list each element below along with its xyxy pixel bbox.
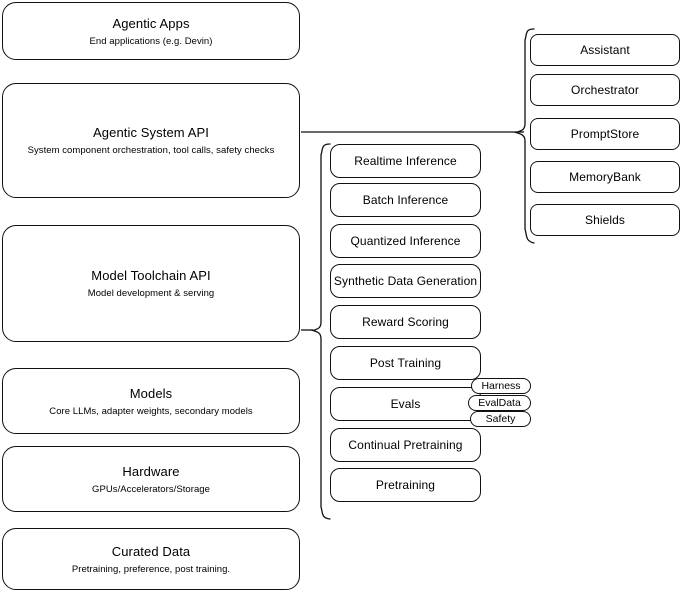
layer-subtitle: Model development & serving [87, 288, 215, 299]
layer-title: Models [129, 385, 173, 401]
component-label: Orchestrator [571, 82, 639, 97]
layer-box[interactable]: Model Toolchain API Model development & … [2, 225, 300, 342]
component-box-promptstore[interactable]: PromptStore [530, 118, 680, 150]
layer-box[interactable]: Curated Data Pretraining, preference, po… [2, 528, 300, 590]
eval-badge-safety[interactable]: Safety [470, 411, 531, 427]
capability-box-realtime-inference[interactable]: Realtime Inference [330, 144, 481, 178]
capability-box-pretraining[interactable]: Pretraining [330, 468, 481, 502]
capability-box-reward-scoring[interactable]: Reward Scoring [330, 305, 481, 339]
layer-title: Hardware [122, 463, 180, 479]
capability-box-evals[interactable]: Evals [330, 387, 481, 421]
component-label: Shields [584, 212, 626, 227]
component-box-orchestrator[interactable]: Orchestrator [530, 74, 680, 106]
component-label: PromptStore [570, 126, 640, 141]
capability-box-continual-pretraining[interactable]: Continual Pretraining [330, 428, 481, 462]
component-label: MemoryBank [569, 169, 641, 184]
component-box-assistant[interactable]: Assistant [530, 34, 680, 66]
capability-label: Synthetic Data Generation [333, 273, 478, 288]
layer-subtitle: System component orchestration, tool cal… [27, 145, 275, 156]
layer-box[interactable]: Models Core LLMs, adapter weights, secon… [2, 368, 300, 434]
component-label: Assistant [580, 42, 630, 57]
layer-subtitle: Pretraining, preference, post training. [71, 563, 231, 575]
capability-label: Reward Scoring [362, 314, 449, 329]
eval-badge-harness[interactable]: Harness [471, 378, 531, 394]
layer-subtitle: Core LLMs, adapter weights, secondary mo… [49, 405, 253, 417]
capability-label: Post Training [369, 355, 442, 370]
layer-box[interactable]: Agentic System API System component orch… [2, 83, 300, 198]
layer-subtitle: GPUs/Accelerators/Storage [92, 483, 210, 495]
capability-box-synthetic-data-generation[interactable]: Synthetic Data Generation [330, 264, 481, 298]
capability-label: Continual Pretraining [348, 437, 463, 452]
layer-title: Model Toolchain API [91, 268, 211, 283]
layer-title: Agentic System API [93, 125, 209, 140]
layer-title: Agentic Apps [112, 15, 190, 31]
layer-title: Curated Data [111, 543, 191, 559]
layer-box[interactable]: Hardware GPUs/Accelerators/Storage [2, 446, 300, 512]
capability-box-batch-inference[interactable]: Batch Inference [330, 183, 481, 217]
capability-label: Quantized Inference [350, 233, 461, 248]
layer-subtitle: End applications (e.g. Devin) [89, 35, 213, 47]
eval-badge-evaldata[interactable]: EvalData [468, 395, 531, 411]
capability-label: Evals [390, 396, 421, 411]
capability-label: Batch Inference [362, 192, 449, 207]
capability-label: Realtime Inference [354, 153, 457, 168]
capability-box-post-training[interactable]: Post Training [330, 346, 481, 380]
capability-label: Pretraining [375, 477, 436, 492]
layer-box[interactable]: Agentic Apps End applications (e.g. Devi… [2, 2, 300, 60]
capability-box-quantized-inference[interactable]: Quantized Inference [330, 224, 481, 258]
component-box-memorybank[interactable]: MemoryBank [530, 161, 680, 193]
component-box-shields[interactable]: Shields [530, 204, 680, 236]
